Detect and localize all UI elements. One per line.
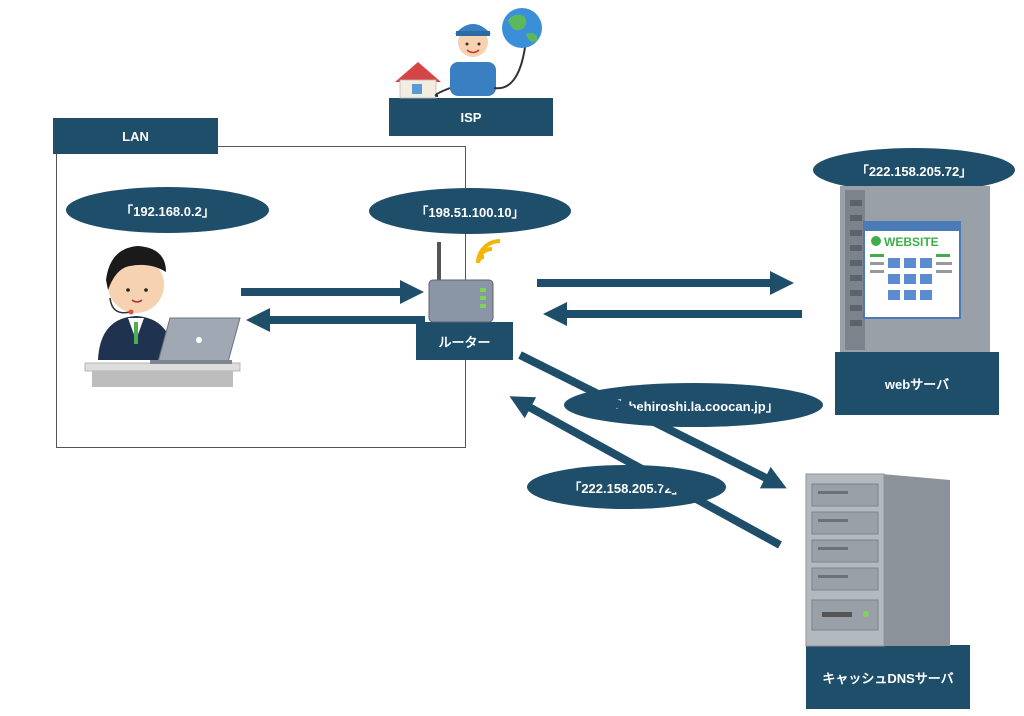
lan-label: LAN <box>53 118 218 154</box>
arrow-dns-to-router <box>509 396 782 549</box>
router-label: ルーター <box>416 322 513 360</box>
person-at-laptop-icon <box>84 246 241 387</box>
isp-worker-icon <box>434 24 527 97</box>
arrow-router-to-dns <box>518 351 787 489</box>
wifi-icon <box>476 239 501 264</box>
dns-server-label: キャッシュDNSサーバ <box>806 645 970 709</box>
web-server-label: webサーバ <box>835 352 999 415</box>
dns-server-icon <box>805 473 950 647</box>
globe-icon <box>502 8 542 48</box>
website-window-icon: WEBSITE <box>863 221 961 319</box>
router-ip-ellipse: 「198.51.100.10」 <box>369 188 571 234</box>
house-icon <box>395 62 441 99</box>
isp-label: ISP <box>389 98 553 136</box>
web-server-ip-ellipse: 「222.158.205.72」 <box>813 148 1015 192</box>
client-ip-ellipse: 「192.168.0.2」 <box>66 187 269 233</box>
website-banner-text: WEBSITE <box>884 235 939 249</box>
dns-answer-ellipse: 「222.158.205.72」 <box>527 465 726 509</box>
router-icon <box>428 242 494 323</box>
dns-query-ellipse: 「abehiroshi.la.coocan.jp」 <box>564 383 823 427</box>
